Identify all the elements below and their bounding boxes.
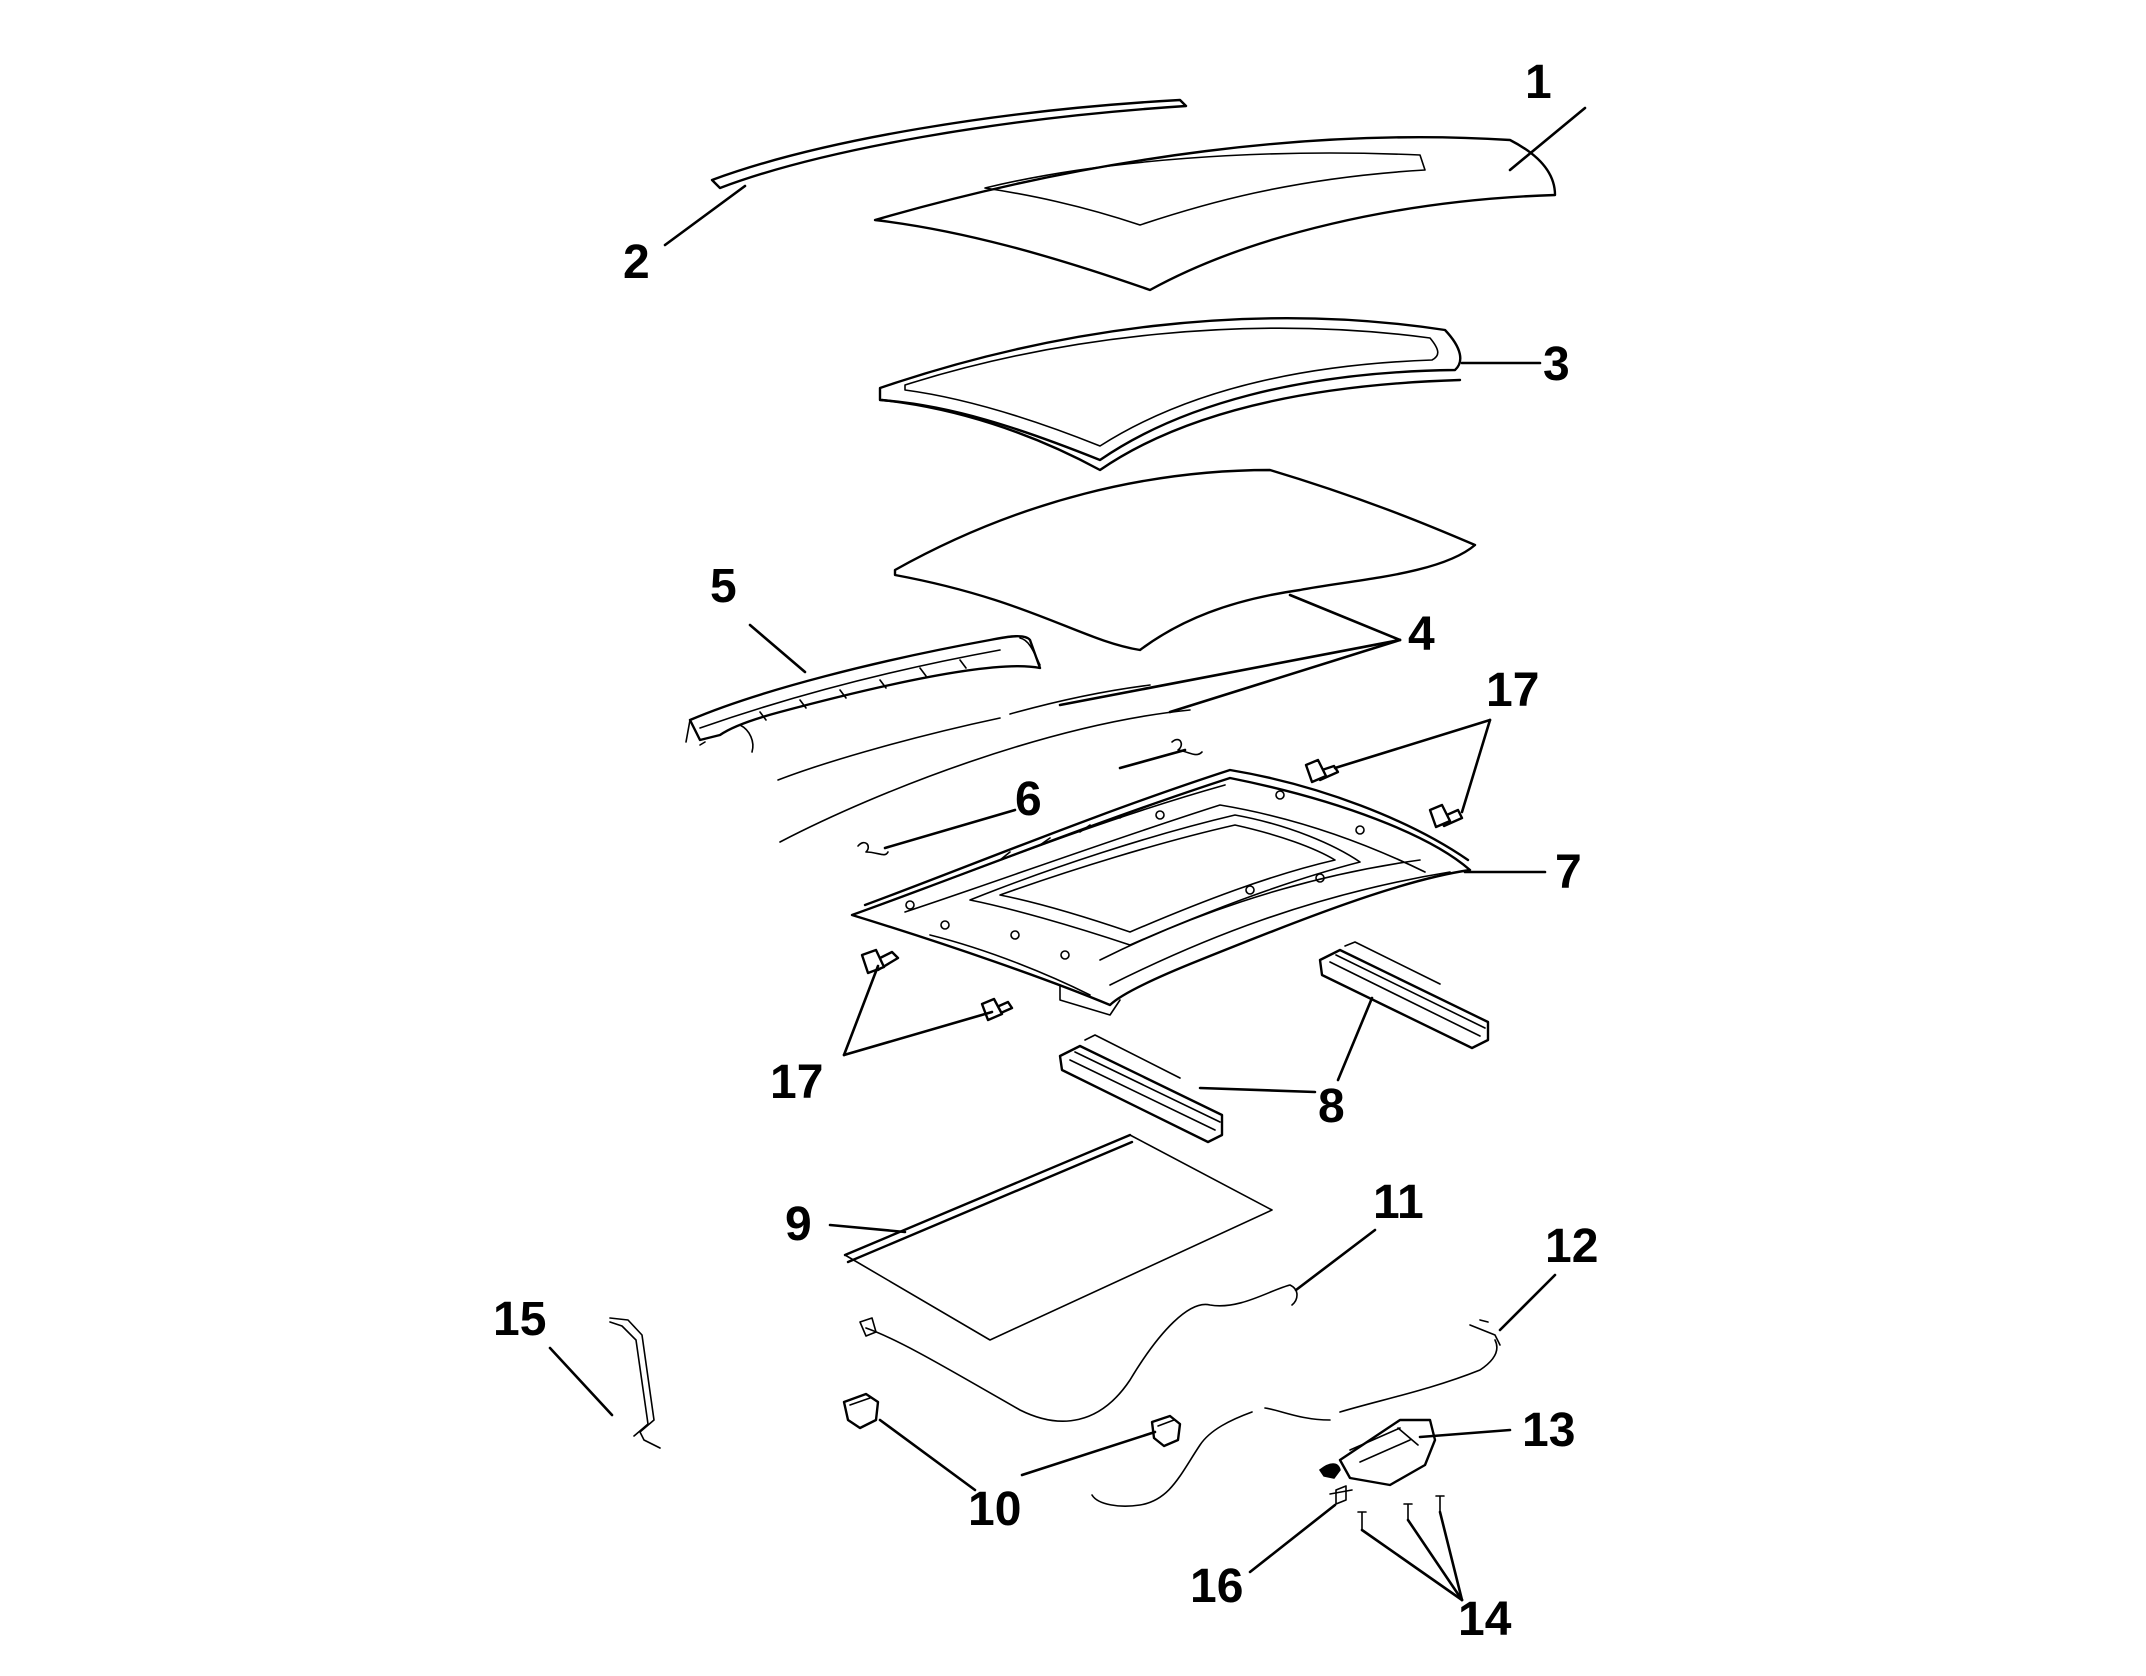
callout-12: 12 [1545, 1220, 1598, 1273]
part-4-channel-strips [777, 684, 1191, 843]
callout-9: 9 [785, 1198, 812, 1251]
callout-3: 3 [1543, 338, 1570, 391]
part-4-inner-panel [893, 468, 1477, 652]
callout-14: 14 [1458, 1593, 1512, 1646]
part-15-drain-hose [609, 1317, 661, 1449]
part-14-pin-3 [1435, 1495, 1445, 1513]
callout-6: 6 [1015, 773, 1042, 826]
part-6-clip-left [857, 841, 889, 856]
callout-15: 15 [493, 1293, 546, 1346]
leader-lines [548, 106, 1587, 1602]
part-17-bolt-lower-2 [980, 997, 1014, 1022]
part-2-deflector-strip [710, 98, 1188, 190]
callout-17-upper: 17 [1486, 664, 1539, 717]
callout-5: 5 [710, 560, 737, 613]
part-9-sunshade [843, 1133, 1273, 1341]
part-14-pin-2 [1403, 1503, 1413, 1521]
part-13-motor [1091, 1411, 1437, 1507]
callout-2: 2 [623, 236, 650, 289]
part-8-guide-rail-left [1058, 1034, 1224, 1144]
part-1-glass-panel [873, 136, 1557, 292]
part-16-screw [1329, 1485, 1353, 1505]
callout-labels: 1 2 3 4 5 6 7 17 17 8 9 11 12 13 10 15 1… [493, 56, 1598, 1646]
part-8-guide-rail-right [1318, 941, 1490, 1050]
callout-13: 13 [1522, 1404, 1575, 1457]
part-11-drive-cable [859, 1284, 1298, 1422]
part-3-seal-frame [878, 317, 1462, 472]
part-6-clip-right [1171, 738, 1203, 756]
callout-10: 10 [968, 1483, 1021, 1536]
part-10-drain-fitting-right [1150, 1414, 1182, 1448]
part-14-pin-1 [1357, 1511, 1367, 1531]
part-17-bolt-lower-1 [860, 948, 900, 975]
part-12-cable-assembly [1264, 1319, 1501, 1421]
callout-4: 4 [1408, 608, 1435, 661]
part-5-wind-deflector [685, 635, 1042, 753]
callout-1: 1 [1525, 56, 1552, 109]
callout-16: 16 [1190, 1560, 1243, 1613]
part-10-drain-fitting-left [842, 1392, 880, 1430]
callout-8: 8 [1318, 1080, 1345, 1133]
callout-17-lower: 17 [770, 1056, 823, 1109]
callout-11: 11 [1373, 1176, 1424, 1229]
callout-7: 7 [1555, 846, 1582, 899]
part-17-bolt-upper-2 [1428, 803, 1464, 829]
part-17-bolt-upper-1 [1304, 758, 1340, 784]
part-7-main-frame [850, 768, 1472, 1016]
